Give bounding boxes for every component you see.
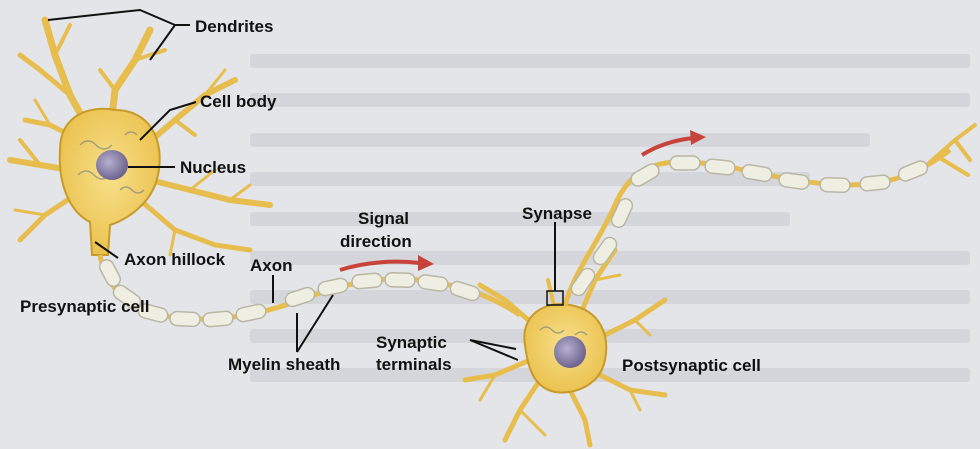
- signal-arrowhead-icon-2: [690, 130, 706, 145]
- signal-arrow-icon: [340, 262, 420, 270]
- label-axon: Axon: [250, 256, 293, 275]
- presynaptic-cell-body: [60, 109, 160, 255]
- label-myelin-sheath: Myelin sheath: [228, 355, 340, 374]
- label-direction: direction: [340, 232, 412, 251]
- label-nucleus: Nucleus: [180, 158, 246, 177]
- label-dendrites: Dendrites: [195, 17, 273, 36]
- postsynaptic-nucleus: [554, 336, 586, 368]
- label-terminals: terminals: [376, 355, 452, 374]
- signal-arrowhead-icon: [418, 255, 434, 271]
- label-postsynaptic-cell: Postsynaptic cell: [622, 356, 761, 375]
- presynaptic-nucleus: [96, 150, 128, 180]
- label-presynaptic-cell: Presynaptic cell: [20, 297, 149, 316]
- label-synapse: Synapse: [522, 204, 592, 223]
- postsynaptic-myelin-segments: [569, 156, 930, 298]
- label-axon-hillock: Axon hillock: [124, 250, 226, 269]
- axon-terminal-branches: [930, 125, 975, 175]
- label-synaptic: Synaptic: [376, 333, 447, 352]
- label-signal: Signal: [358, 209, 409, 228]
- signal-arrow-icon-2: [642, 138, 693, 155]
- label-cell-body: Cell body: [200, 92, 277, 111]
